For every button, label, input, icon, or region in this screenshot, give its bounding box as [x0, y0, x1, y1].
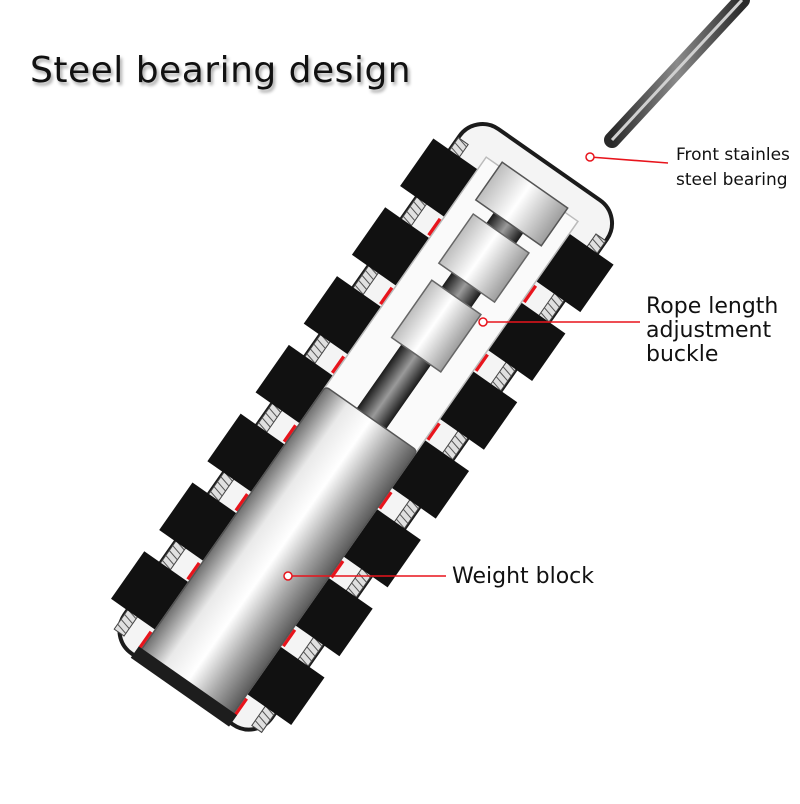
thread-tick: [492, 381, 502, 392]
thread-tick: [217, 481, 226, 492]
callout-front-bearing-line-1: Front stainles: [676, 145, 790, 165]
thread-tick: [306, 353, 316, 364]
callout-weight-block: Weight block: [452, 563, 594, 591]
callout-front-bearing: Front stainles steel bearing: [676, 143, 790, 193]
front-bearing: [474, 161, 569, 247]
thread-tick: [168, 550, 178, 561]
leader-weight: [283, 571, 446, 581]
thread-tick: [258, 422, 268, 433]
thread-tick: [406, 211, 416, 222]
thread-tick: [454, 142, 464, 153]
thread-tick: [409, 206, 419, 217]
thread-tick: [210, 491, 220, 502]
thread-tick: [213, 486, 223, 497]
thread-tick: [454, 435, 464, 446]
grip-block-left: [159, 482, 237, 561]
thread-tick: [502, 366, 512, 377]
grip-block-right: [439, 371, 518, 450]
thread-tick: [172, 545, 182, 556]
thread-tick: [316, 338, 326, 349]
thread-tick: [303, 651, 312, 662]
thread-tick: [413, 201, 423, 212]
thread-tick: [254, 720, 264, 731]
thread-tick: [457, 137, 467, 148]
thread-tick: [313, 343, 323, 354]
thread-tick: [299, 656, 309, 667]
thread-tick: [588, 243, 598, 254]
grip-block-left: [400, 138, 478, 217]
thread-tick: [399, 513, 409, 524]
bearing-bushing: [437, 212, 530, 304]
thread-tick: [261, 417, 271, 428]
thread-tick: [495, 376, 505, 387]
thread-tick: [402, 215, 412, 226]
thread-tick: [220, 476, 230, 487]
thread-tick: [451, 147, 460, 158]
thread-tick: [540, 312, 550, 323]
thread-tick: [268, 407, 278, 418]
leader-front: [585, 152, 669, 164]
adjustment-buckle: [390, 279, 482, 373]
thread-tick: [361, 274, 371, 285]
grip-block-left: [207, 413, 285, 493]
thread-tick: [258, 715, 268, 726]
thread-tick: [354, 284, 364, 295]
thread-tick: [595, 233, 605, 244]
callout-rope-buckle-line-1: Rope length: [646, 294, 779, 319]
callout-rope-buckle: Rope length adjustment buckle: [646, 295, 778, 367]
thread-tick: [347, 587, 357, 598]
thread-tick: [124, 614, 134, 625]
thread-tick: [354, 577, 364, 588]
thread-tick: [395, 518, 405, 529]
grip-block-right: [343, 508, 421, 588]
diagram-title: Steel bearing design: [30, 50, 412, 91]
grip-block-left: [303, 276, 382, 355]
thread-tick: [444, 449, 454, 460]
grip-block-right: [246, 646, 325, 725]
thread-tick: [451, 440, 460, 451]
thread-tick: [550, 297, 560, 308]
thread-tick: [547, 302, 557, 313]
callout-rope-buckle-line-3: buckle: [646, 342, 719, 367]
rope-cable-highlight: [610, 0, 744, 142]
thread-tick: [543, 307, 553, 318]
end-cap: [130, 646, 238, 727]
thread-tick: [309, 641, 319, 652]
thread-tick: [499, 371, 509, 382]
thread-tick: [447, 445, 457, 456]
grip-block-left: [111, 551, 189, 630]
grip-block-right: [536, 233, 614, 313]
callout-weight-block-line-1: Weight block: [452, 564, 595, 589]
callout-rope-buckle-line-2: adjustment: [646, 318, 772, 343]
thread-tick: [358, 572, 367, 583]
grip-block-right: [295, 577, 373, 657]
thread-tick: [165, 555, 175, 566]
thread-tick: [162, 559, 171, 570]
thread-tick: [358, 279, 368, 290]
callout-front-bearing-line-2: steel bearing: [676, 170, 788, 190]
grip-block-right: [391, 440, 470, 519]
grip-block-left: [351, 207, 430, 286]
leader-rope: [478, 317, 640, 327]
thread-tick: [117, 623, 127, 634]
handle-body: [111, 122, 615, 734]
thread-tick: [351, 582, 361, 593]
thread-tick: [402, 508, 412, 519]
thread-tick: [406, 503, 416, 514]
thread-tick: [261, 710, 271, 721]
thread-tick: [265, 412, 275, 423]
thread-tick: [306, 646, 316, 657]
thread-tick: [592, 238, 602, 249]
thread-tick: [120, 618, 130, 629]
thread-tick: [309, 348, 319, 359]
grip-block-left: [255, 344, 334, 424]
thread-tick: [365, 270, 374, 281]
